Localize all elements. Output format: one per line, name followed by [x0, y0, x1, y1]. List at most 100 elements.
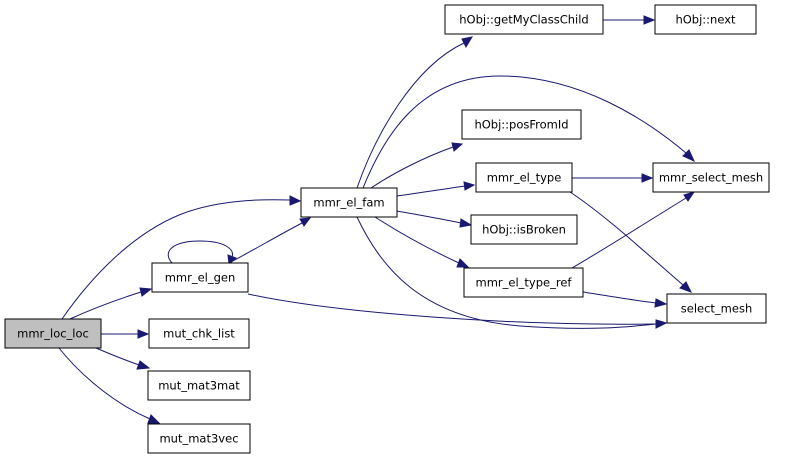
edge-mmr_el_fam-to-mmr_el_type — [396, 181, 476, 197]
edge-line — [69, 291, 142, 320]
node-label: select_mesh — [681, 302, 752, 316]
node-mmr-loc-loc[interactable]: mmr_loc_loc — [4, 318, 102, 349]
edge-line — [58, 347, 151, 420]
node-mut-mat3vec[interactable]: mut_mat3vec — [147, 423, 251, 454]
node-mmr-el-type[interactable]: mmr_el_type — [475, 162, 573, 193]
edge-line — [571, 197, 687, 269]
edge-mmr_loc_loc-to-mmr_el_gen — [69, 287, 153, 320]
node-box — [666, 293, 767, 324]
edge-line — [167, 240, 233, 264]
node-label: mut_chk_list — [163, 327, 235, 341]
edge-line — [356, 216, 657, 329]
edge-line — [370, 146, 454, 189]
edge-line — [61, 199, 291, 320]
node-label: mmr_el_gen — [165, 271, 236, 285]
node-box — [654, 4, 757, 35]
node-label: mut_mat3vec — [159, 432, 238, 446]
node-box — [461, 109, 582, 140]
node-label: hObj::next — [675, 13, 736, 27]
edge-arrowhead — [299, 217, 312, 227]
edge-arrowhead — [682, 149, 696, 163]
edge-arrowhead — [463, 181, 476, 191]
edge-arrowhead — [451, 142, 464, 152]
edge-arrowhead — [683, 191, 696, 202]
edge-mmr_el_fam-to-getMyClassChild — [356, 36, 474, 189]
edge-mmr_el_fam-to-mmr_el_type_ref — [374, 216, 470, 268]
node-label: hObj::getMyClassChild — [459, 13, 588, 27]
edge-mmr_el_gen-to-mmr_el_fam — [228, 217, 312, 264]
edge-arrowhead — [147, 414, 161, 424]
edge-line — [374, 216, 460, 264]
node-label: mut_mat3mat — [158, 379, 240, 393]
node-box — [4, 318, 102, 349]
edge-mmr_loc_loc-to-mut_chk_list — [101, 329, 150, 339]
node-mmr-el-gen[interactable]: mmr_el_gen — [151, 262, 249, 293]
edge-line — [95, 347, 140, 366]
node-posFromId[interactable]: hObj::posFromId — [461, 109, 582, 140]
node-label: mmr_el_fam — [313, 196, 384, 210]
edge-line — [362, 75, 687, 189]
edge-mmr_el_fam-to-mmr_select_mesh — [362, 75, 696, 189]
node-mmr-el-type-ref[interactable]: mmr_el_type_ref — [463, 267, 584, 298]
edge-arrowhead — [459, 218, 473, 228]
edge-mmr_el_type_ref-to-mmr_select_mesh — [571, 191, 696, 269]
edge-line — [396, 210, 462, 224]
edge-line — [582, 291, 657, 304]
edge-getMyClassChild-to-next — [603, 15, 656, 25]
node-mmr-select-mesh[interactable]: mmr_select_mesh — [652, 162, 770, 193]
edge-arrowhead — [643, 15, 656, 25]
edge-mmr_loc_loc-to-mmr_el_fam — [61, 195, 302, 320]
node-label: hObj::isBroken — [482, 223, 566, 237]
node-select-mesh[interactable]: select_mesh — [666, 293, 767, 324]
edge-arrowhead — [679, 281, 693, 293]
node-box — [652, 162, 770, 193]
nodes-layer: mmr_loc_loc mmr_el_gen mut_chk_list mut_mat… — [4, 4, 770, 454]
edge-arrowhead — [456, 258, 470, 268]
edge-arrowhead — [461, 36, 474, 49]
edge-line — [228, 222, 303, 264]
edge-line — [356, 42, 465, 189]
node-label: mmr_select_mesh — [659, 171, 763, 185]
edge-mmr_loc_loc-to-mut_mat3mat — [95, 347, 151, 370]
edge-line — [569, 191, 684, 286]
node-isBroken[interactable]: hObj::isBroken — [470, 214, 578, 245]
edge-arrowhead — [137, 329, 150, 339]
edge-mmr_el_gen-to-select_mesh — [247, 293, 668, 329]
node-mut-mat3mat[interactable]: mut_mat3mat — [147, 370, 251, 401]
edge-mmr_el_gen-to-mmr_el_gen — [167, 240, 237, 265]
edges-layer — [58, 15, 696, 424]
edge-mmr_el_type-to-select_mesh — [569, 191, 693, 293]
edge-arrowhead — [654, 298, 668, 308]
edge-mmr_el_fam-to-isBroken — [396, 210, 473, 228]
node-label: mmr_loc_loc — [17, 327, 89, 341]
node-label: mmr_el_type_ref — [476, 276, 573, 290]
node-label: mmr_el_type — [487, 171, 562, 185]
node-box — [444, 4, 604, 35]
node-getMyClassChild[interactable]: hObj::getMyClassChild — [444, 4, 604, 35]
edge-mmr_el_fam-to-select_mesh — [356, 216, 668, 329]
node-box — [147, 370, 251, 401]
edge-line — [247, 293, 657, 325]
node-next[interactable]: hObj::next — [654, 4, 757, 35]
node-box — [470, 214, 578, 245]
edge-mmr_loc_loc-to-mut_mat3vec — [58, 347, 161, 424]
node-box — [300, 187, 398, 218]
edge-arrowhead — [139, 287, 153, 297]
node-box — [475, 162, 573, 193]
node-box — [147, 423, 251, 454]
edge-mmr_el_fam-to-posFromId — [370, 142, 464, 189]
node-box — [463, 267, 584, 298]
edge-mmr_el_type-to-mmr_select_mesh — [572, 173, 654, 183]
node-mut-chk-list[interactable]: mut_chk_list — [148, 318, 250, 349]
node-box — [151, 262, 249, 293]
node-label: hObj::posFromId — [474, 118, 568, 132]
node-mmr-el-fam[interactable]: mmr_el_fam — [300, 187, 398, 218]
edge-line — [396, 185, 466, 197]
node-box — [148, 318, 250, 349]
edge-arrowhead — [641, 173, 654, 183]
edge-arrowhead — [136, 360, 151, 370]
edge-arrowhead — [655, 319, 668, 329]
edge-mmr_el_type_ref-to-select_mesh — [582, 291, 668, 308]
edge-arrowhead — [289, 195, 302, 206]
